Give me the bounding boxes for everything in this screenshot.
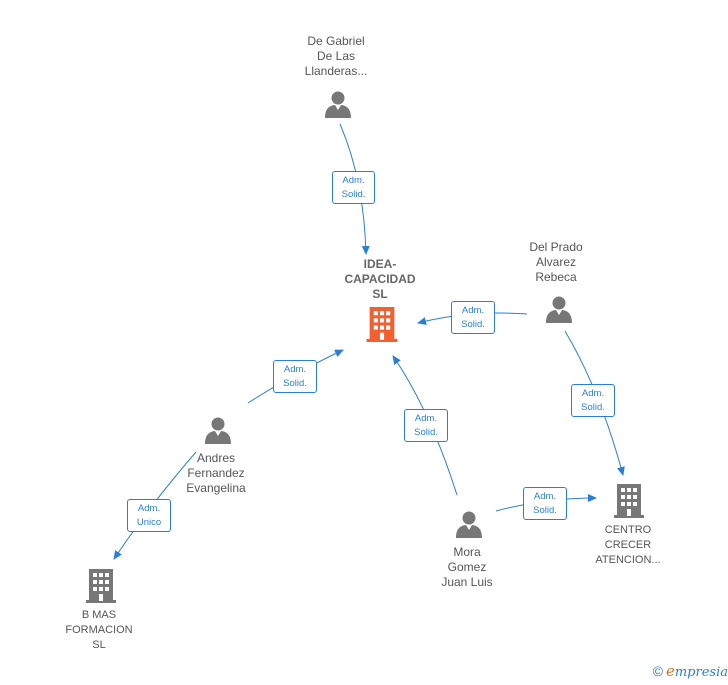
label-line: Fernandez bbox=[187, 466, 245, 480]
brand-name: mpresia bbox=[674, 665, 728, 680]
edge-role-line1: Adm. bbox=[342, 175, 365, 186]
label-line: CENTRO bbox=[604, 524, 652, 536]
edge-role-line2: Solid. bbox=[581, 402, 605, 413]
empresia-watermark: ©empresia bbox=[653, 662, 728, 680]
label-line: Alvarez bbox=[535, 255, 576, 269]
person-icon[interactable] bbox=[325, 91, 351, 119]
node-label-del-prado[interactable]: Del Prado Alvarez Rebeca bbox=[506, 240, 606, 285]
label-line: Evangelina bbox=[186, 481, 246, 495]
edge-label-delprado-idea[interactable]: Adm. Solid. bbox=[451, 301, 495, 334]
label-line: CRECER bbox=[604, 539, 652, 551]
edge-role-line2: Solid. bbox=[283, 378, 307, 389]
edge-label-andres-bmas[interactable]: Adm. Unico bbox=[127, 499, 171, 532]
person-icon[interactable] bbox=[546, 296, 572, 324]
edge-role-line1: Adm. bbox=[137, 503, 161, 514]
label-line: Llanderas... bbox=[304, 64, 368, 78]
label-line: ATENCION... bbox=[595, 554, 661, 566]
edge-role-line2: Solid. bbox=[533, 505, 557, 516]
edge-role-line1: Adm. bbox=[283, 364, 307, 375]
label-line: CAPACIDAD bbox=[344, 272, 416, 286]
label-line: B MAS bbox=[81, 609, 117, 621]
edge-label-delprado-centro[interactable]: Adm. Solid. bbox=[571, 384, 615, 417]
edge-label-mora-idea[interactable]: Adm. Solid. bbox=[404, 409, 448, 442]
label-line: SL bbox=[92, 639, 106, 651]
label-line: SL bbox=[372, 287, 388, 301]
label-line: De Gabriel bbox=[307, 34, 365, 48]
edge-role-line2: Unico bbox=[136, 517, 162, 528]
edge-role-line2: Solid. bbox=[461, 319, 485, 330]
person-icon[interactable] bbox=[456, 511, 482, 539]
label-line: Andres bbox=[196, 451, 236, 465]
edge-role-line2: Solid. bbox=[341, 189, 366, 200]
label-line: Juan Luis bbox=[441, 575, 493, 589]
copyright-symbol: © bbox=[652, 663, 663, 679]
person-icon[interactable] bbox=[205, 417, 231, 445]
node-label-de-gabriel[interactable]: De Gabriel De Las Llanderas... bbox=[286, 34, 386, 79]
label-line: Gomez bbox=[447, 560, 487, 574]
brand-mark: e bbox=[665, 662, 675, 680]
building-icon[interactable] bbox=[614, 484, 644, 518]
node-label-bmas[interactable]: B MAS FORMACION SL bbox=[49, 608, 149, 653]
edge-label-mora-centro[interactable]: Adm. Solid. bbox=[523, 487, 567, 520]
label-line: IDEA- bbox=[363, 257, 397, 271]
edge-role-line1: Adm. bbox=[461, 305, 485, 316]
edge-role-line1: Adm. bbox=[533, 491, 557, 502]
label-line: FORMACION bbox=[65, 624, 133, 636]
edge-label-andres-idea[interactable]: Adm. Solid. bbox=[273, 360, 317, 393]
label-line: Del Prado bbox=[529, 240, 583, 254]
node-label-idea-capacidad[interactable]: IDEA- CAPACIDAD SL bbox=[325, 257, 435, 302]
edge-role-line2: Solid. bbox=[414, 427, 438, 438]
node-label-centro[interactable]: CENTRO CRECER ATENCION... bbox=[578, 523, 678, 568]
edge-label-degabriel-idea[interactable]: Adm. Solid. bbox=[332, 171, 375, 204]
building-icon-highlight[interactable] bbox=[366, 307, 398, 342]
edge-role-line1: Adm. bbox=[581, 388, 605, 399]
label-line: Mora bbox=[453, 545, 481, 559]
node-label-mora[interactable]: Mora Gomez Juan Luis bbox=[417, 545, 517, 590]
edge-role-line1: Adm. bbox=[414, 413, 438, 424]
node-label-andres[interactable]: Andres Fernandez Evangelina bbox=[166, 451, 266, 496]
building-icon[interactable] bbox=[86, 569, 116, 603]
label-line: Rebeca bbox=[535, 270, 577, 284]
label-line: De Las bbox=[316, 49, 356, 63]
